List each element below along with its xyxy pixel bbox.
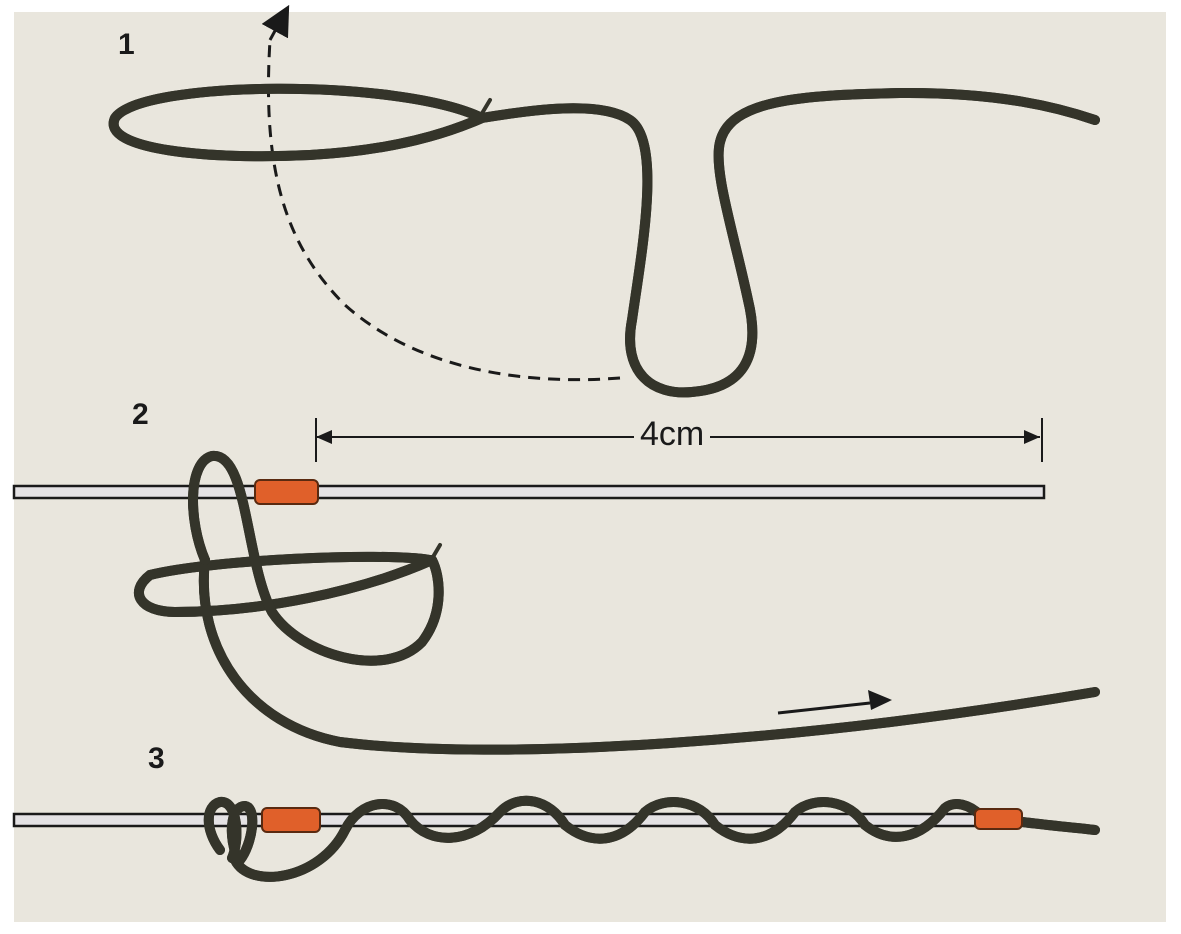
step2-line-loop [139,456,1100,750]
step3-wraps [209,801,1100,877]
step2-rod [12,479,1046,505]
step-2-label: 2 [132,398,149,431]
step-3-label: 3 [148,742,165,775]
step3-sleeve-left [261,807,321,833]
step1-line-loop [114,89,1100,393]
diagram-background [14,12,1166,922]
step2-pull-arrow [777,690,892,715]
step2-sleeve [254,479,319,505]
measurement-label: 4cm [634,415,711,454]
step1-dashed-path-arrow [261,4,621,382]
step3-sleeve-right [974,808,1023,830]
step3-sleeves [261,807,1023,833]
step-1-label: 1 [118,28,135,61]
